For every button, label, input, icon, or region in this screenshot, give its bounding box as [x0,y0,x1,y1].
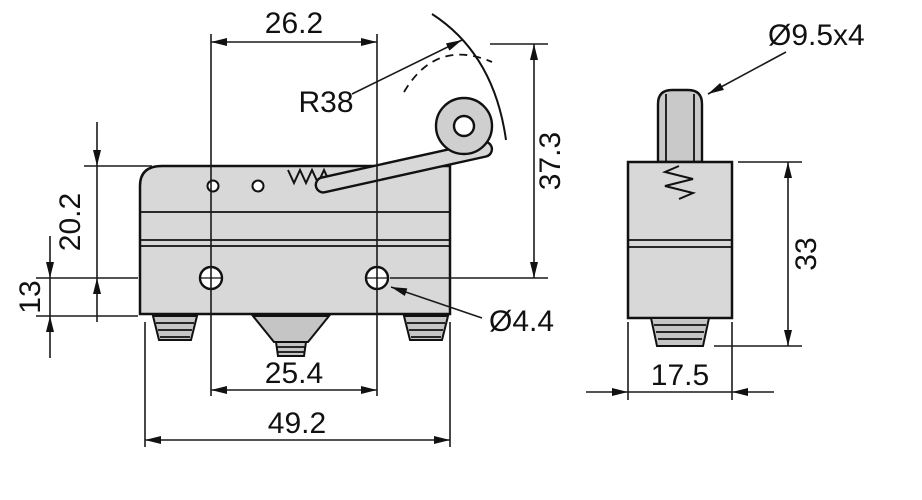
dimension-lines [46,38,792,444]
dim-label-side-width: 17.5 [651,359,709,392]
dim-label-side-height: 33 [790,237,823,270]
pin-hole-left [206,179,220,193]
dim-label-upper-height: 20.2 [54,193,87,251]
side-spring [661,165,697,200]
plunger [250,315,332,357]
spring [287,167,331,186]
lever-travel-arc [431,13,507,141]
lever-travel-arc-dashed [403,53,493,93]
dim-label-roller-height: 37.3 [534,132,567,190]
terminal-screw-right [402,315,450,341]
dim-label-lever-radius: R38 [298,86,353,119]
side-body-seam-lines [628,239,732,248]
side-roller [656,88,704,164]
side-view [626,88,734,347]
dim-label-roller-size: Ø9.5x4 [768,19,865,52]
dim-label-base-height: 13 [14,280,47,313]
side-terminal-screw [649,317,711,347]
dim-label-top-offset: 26.2 [265,7,323,40]
lever-arm [314,140,494,194]
leader-hole-diameter [390,286,483,319]
extension-lines [36,34,802,447]
terminal-screw-left [151,315,199,341]
dim-label-hole-spacing: 25.4 [265,357,323,390]
dim-label-hole-diameter: Ø4.4 [489,305,554,338]
pin-hole-right [251,179,265,193]
side-roller-face-lines [665,94,695,162]
leader-r38 [351,39,463,95]
roller-hub [452,114,476,138]
front-view [138,13,507,357]
leader-roller-size [707,51,787,95]
dim-label-overall-width: 49.2 [268,407,326,440]
